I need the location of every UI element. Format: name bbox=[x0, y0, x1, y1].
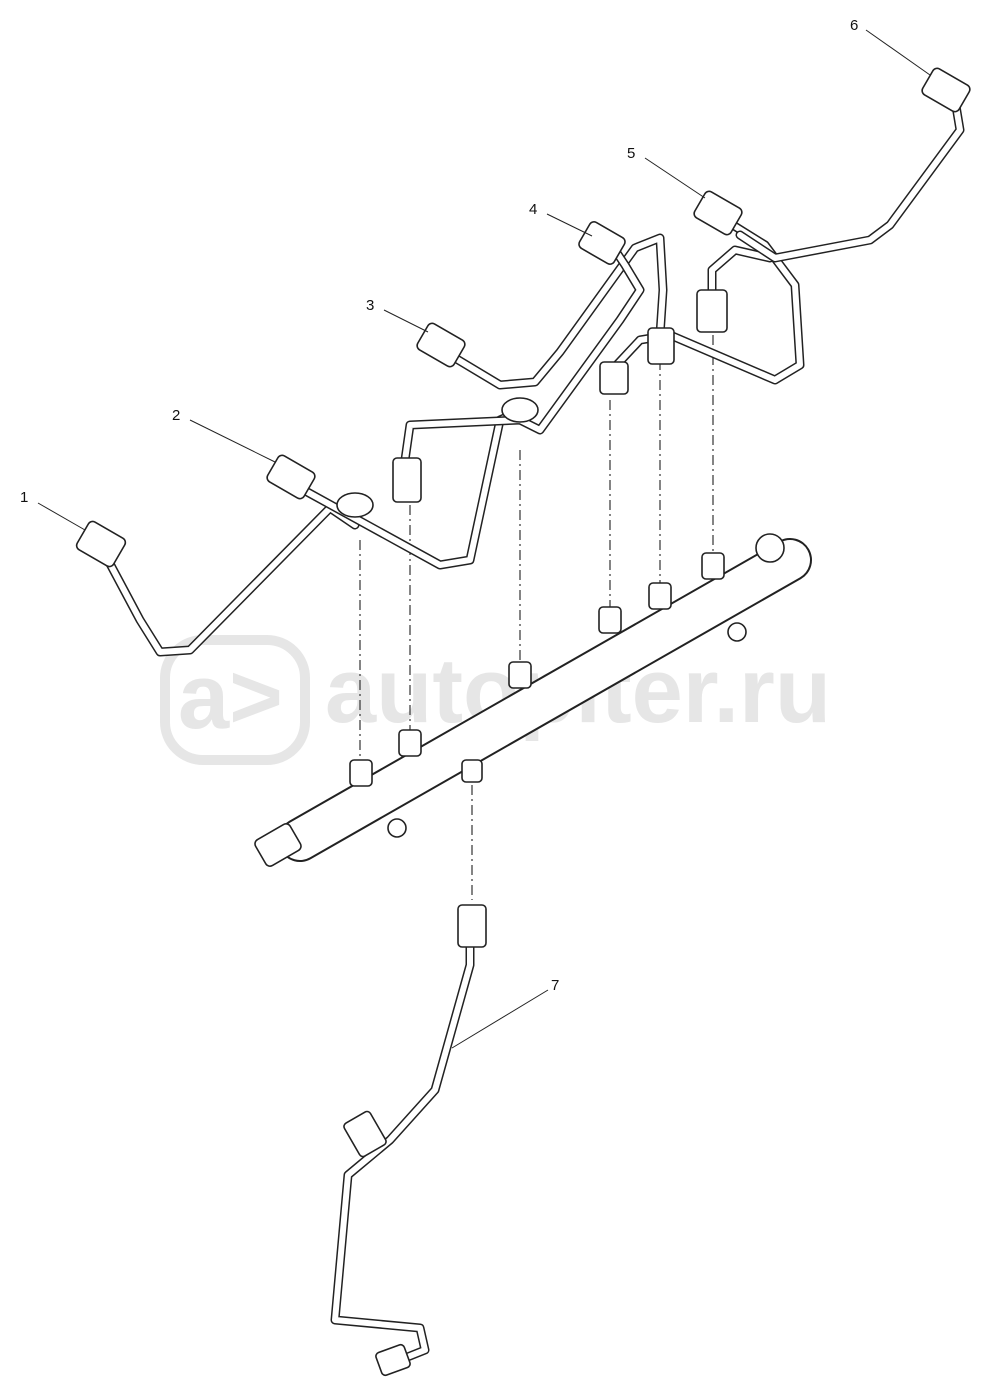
pipes bbox=[103, 95, 965, 1367]
callouts: 1 2 3 4 5 6 7 bbox=[20, 17, 931, 1049]
pipe-4 bbox=[400, 245, 645, 465]
pipe-6 bbox=[735, 95, 965, 263]
watermark-logo: a> bbox=[178, 646, 283, 748]
pipe-clamp bbox=[343, 1110, 387, 1158]
callout-5: 5 bbox=[627, 145, 635, 162]
pipe-5b bbox=[707, 245, 775, 305]
callout-4: 4 bbox=[529, 201, 537, 218]
callout-1: 1 bbox=[20, 489, 28, 506]
fittings bbox=[75, 67, 971, 1377]
fuel-rail bbox=[254, 533, 812, 867]
callout-2: 2 bbox=[172, 407, 180, 424]
pressure-sensor bbox=[254, 823, 302, 867]
callout-6: 6 bbox=[850, 17, 858, 34]
pipe-3 bbox=[450, 233, 668, 390]
assembly-lines bbox=[359, 335, 714, 900]
callout-3: 3 bbox=[366, 297, 374, 314]
pipe-1 bbox=[103, 503, 360, 657]
pipe-7 bbox=[330, 940, 475, 1367]
callout-7: 7 bbox=[551, 977, 559, 994]
rail-outlets bbox=[349, 552, 747, 838]
